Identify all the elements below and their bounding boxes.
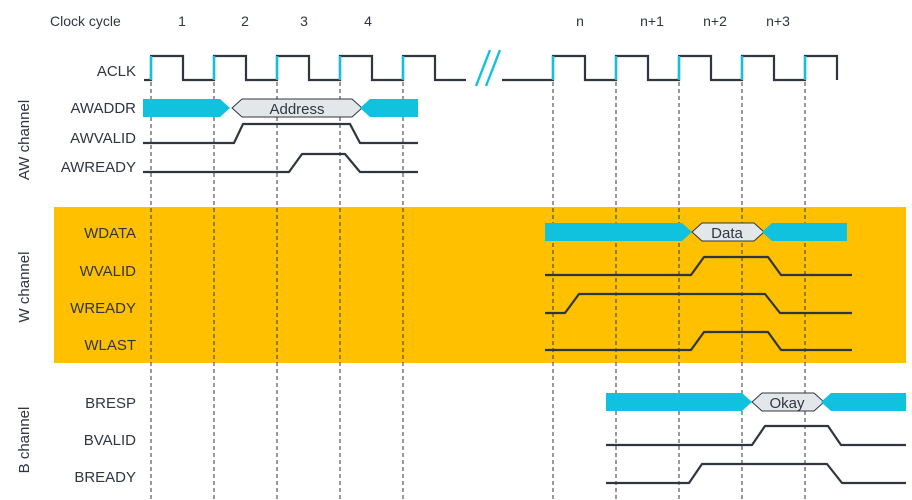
cycle-number-3: 3: [300, 13, 308, 29]
awaddr-value: Address: [269, 101, 324, 118]
awvalid-waveform: [143, 122, 418, 145]
wdata-bus: [545, 222, 847, 242]
awready-label: AWREADY: [61, 159, 136, 176]
w-channel-label: W channel: [16, 252, 33, 323]
b-channel-label: B channel: [16, 407, 33, 474]
clock-cycle-title: Clock cycle: [50, 13, 121, 29]
bresp-segment-after: [821, 393, 906, 411]
cycle-number-n-plus-3: n+3: [766, 13, 790, 29]
wvalid-waveform: [545, 255, 852, 277]
cycle-number-n-plus-1: n+1: [640, 13, 664, 29]
time-break-mark: [474, 49, 502, 87]
bready-label: BREADY: [74, 469, 136, 486]
awvalid-label: AWVALID: [70, 130, 136, 147]
awaddr-label: AWADDR: [70, 100, 136, 117]
wdata-label: WDATA: [84, 225, 136, 242]
break-slash-2: [484, 49, 502, 87]
cycle-number-2: 2: [241, 13, 249, 29]
wready-waveform: [545, 292, 852, 315]
bvalid-label: BVALID: [84, 432, 136, 449]
awaddr-segment-before: [143, 99, 230, 117]
bresp-segment-before: [606, 393, 752, 411]
bresp-bus: [606, 392, 906, 412]
wlast-waveform: [545, 330, 852, 352]
aw-channel-label: AW channel: [16, 100, 33, 180]
bvalid-waveform: [606, 424, 906, 447]
break-slash-1: [474, 49, 492, 87]
wready-label: WREADY: [70, 300, 136, 317]
awaddr-segment-after: [360, 99, 418, 117]
cycle-number-n-plus-2: n+2: [703, 13, 727, 29]
wlast-label: WLAST: [84, 337, 136, 354]
awaddr-bus: [143, 98, 418, 118]
bresp-label: BRESP: [85, 395, 136, 412]
wvalid-label: WVALID: [80, 263, 137, 280]
wdata-segment-before: [545, 223, 692, 241]
cycle-number-4: 4: [364, 13, 372, 29]
aclk-label: ACLK: [97, 63, 136, 80]
awready-waveform: [143, 152, 418, 174]
bresp-value: Okay: [769, 395, 805, 412]
bready-waveform: [606, 462, 906, 485]
aclk-segment-start: [144, 54, 466, 82]
aclk-waveform: [144, 54, 839, 82]
cycle-number-n: n: [576, 13, 584, 29]
wdata-value: Data: [711, 225, 743, 242]
wdata-segment-after: [762, 223, 847, 241]
cycle-number-1: 1: [178, 13, 186, 29]
